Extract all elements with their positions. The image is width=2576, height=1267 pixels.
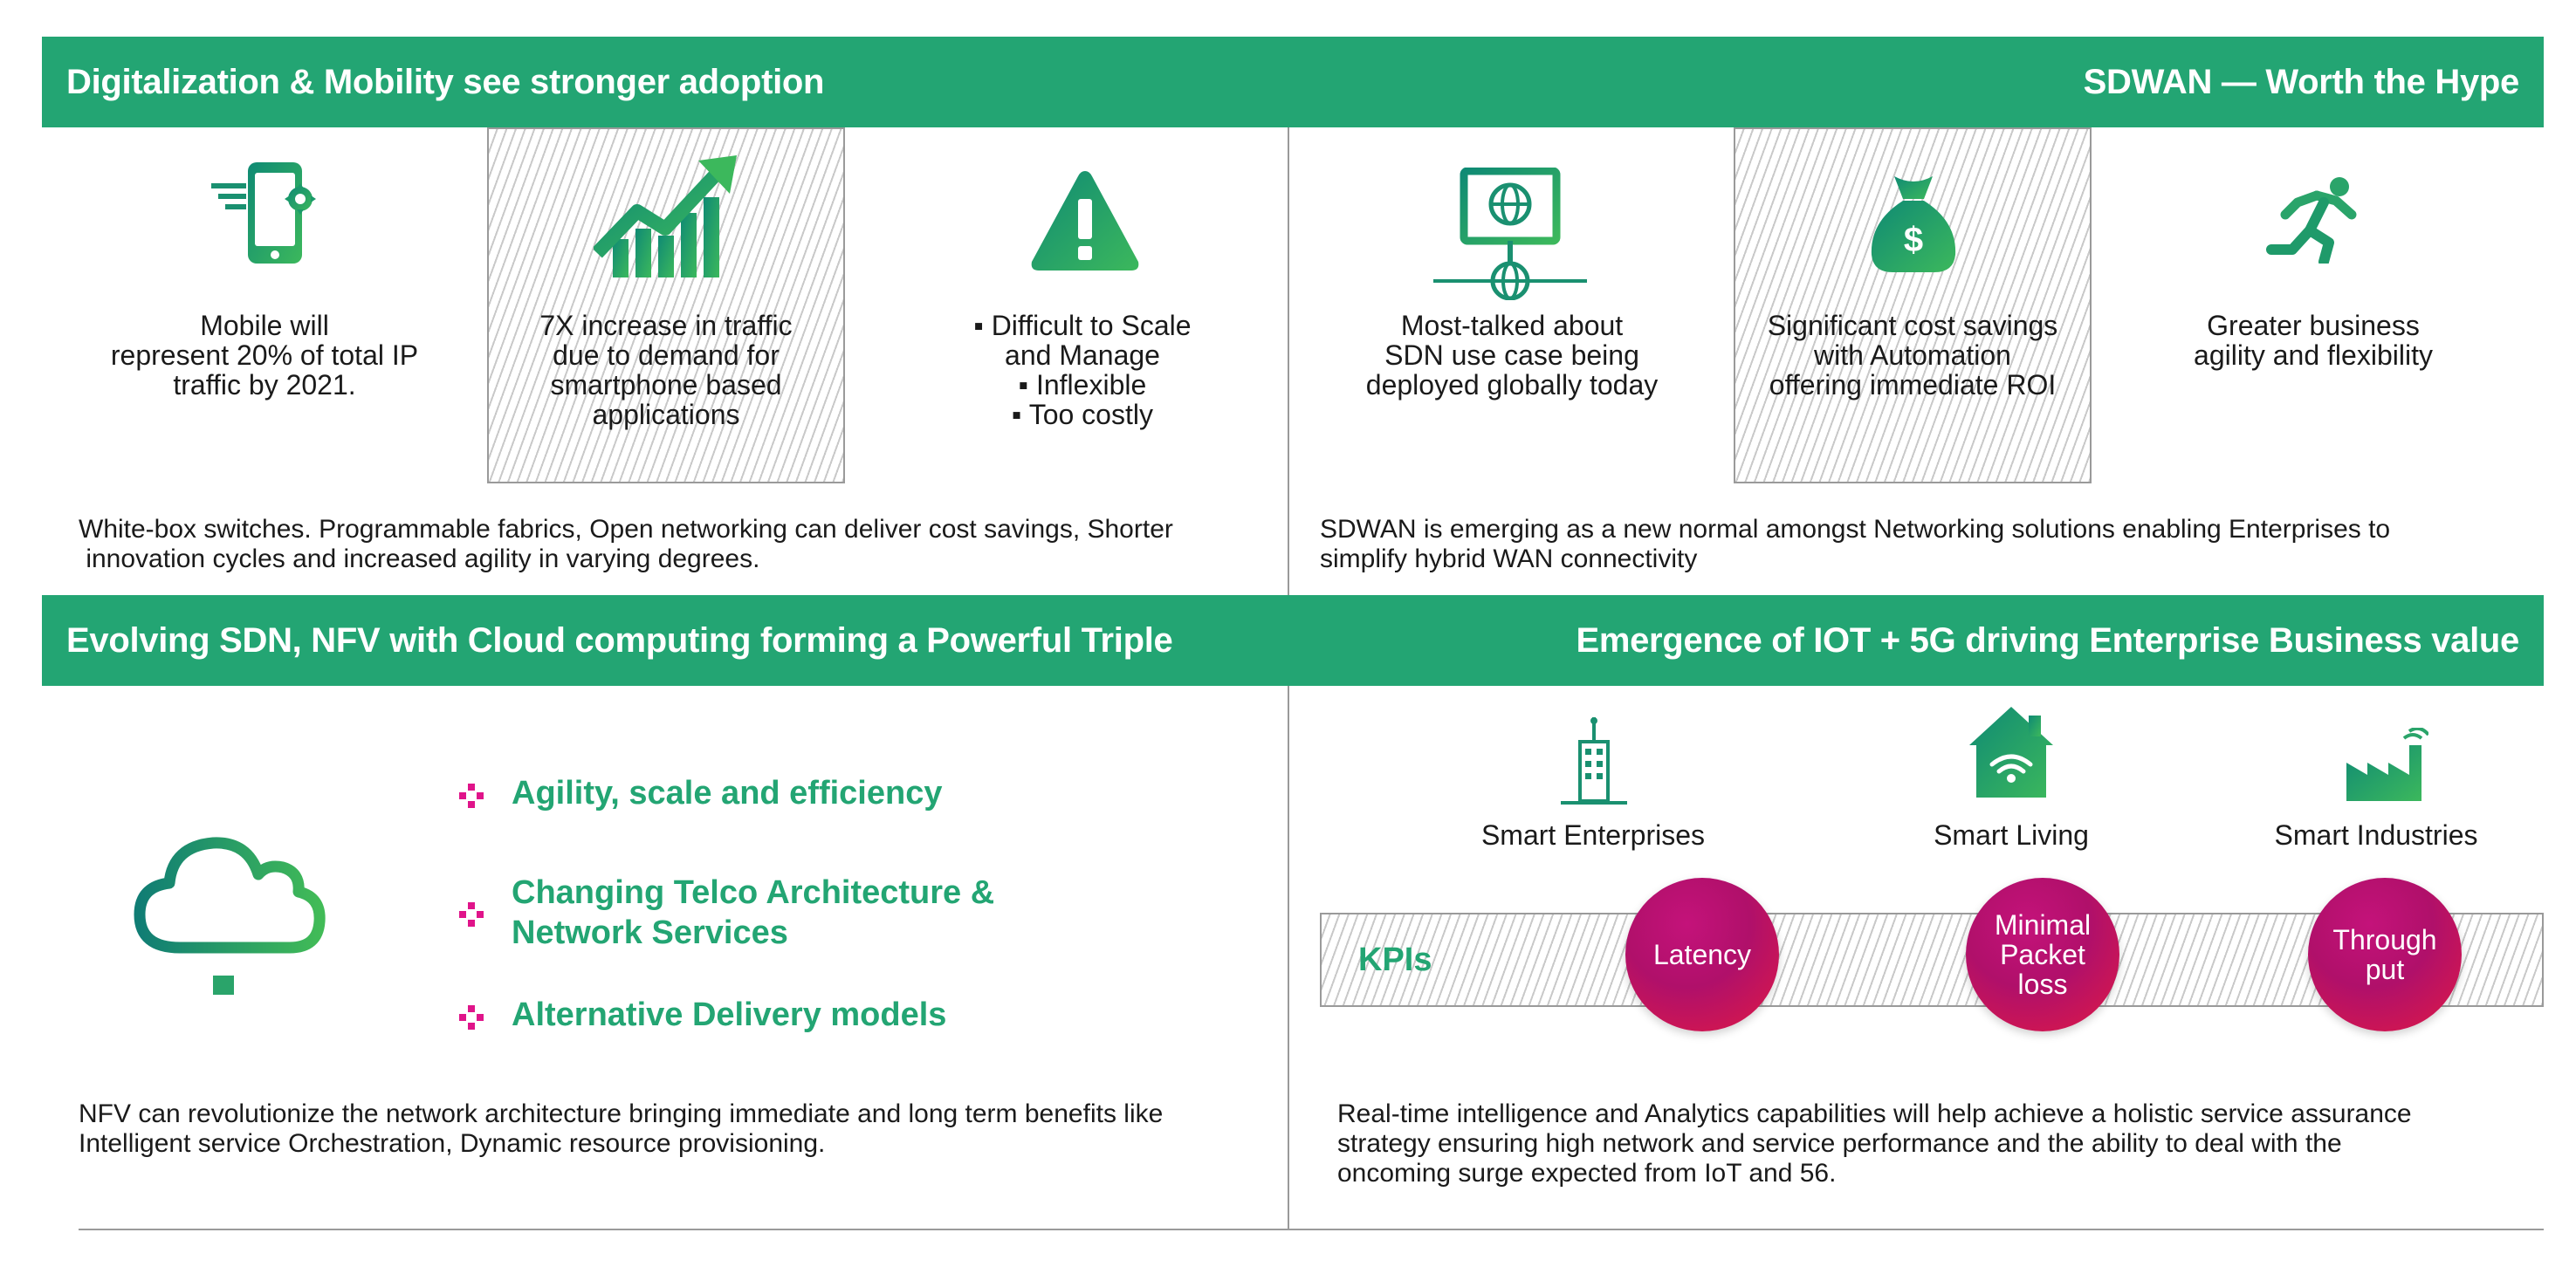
top-left-title: Digitalization & Mobility see stronger a… <box>66 63 825 101</box>
bullet-telco-architecture: Changing Telco Architecture &Network Ser… <box>512 874 995 951</box>
bottom-left-title: Evolving SDN, NFV with Cloud computing f… <box>66 621 1173 660</box>
factory-icon <box>2343 728 2428 803</box>
kpi-latency: Latency <box>1625 878 1779 1031</box>
diamond-bullet-icon <box>457 782 485 810</box>
growth-chart-icon <box>594 155 738 281</box>
bottom-rule <box>79 1229 2544 1230</box>
mobile-phone-icon <box>210 159 323 269</box>
smart-home-icon <box>1966 703 2057 799</box>
diamond-bullet-icon <box>457 1003 485 1031</box>
top-right-title: SDWAN — Worth the Hype <box>2083 63 2520 101</box>
bullet-delivery-models: Alternative Delivery models <box>512 996 947 1033</box>
svg-text:$: $ <box>1904 221 1923 259</box>
money-bag-icon: $ <box>1868 171 1959 276</box>
warning-icon <box>1028 168 1142 274</box>
diamond-bullet-icon <box>457 901 485 928</box>
building-antenna-icon <box>1557 716 1631 806</box>
highlight-box-left <box>487 127 845 483</box>
cloud-network-icon <box>127 827 330 998</box>
network-globe-icon <box>1432 168 1589 300</box>
running-person-icon <box>2266 176 2360 264</box>
top-left-paragraph: White-box switches. Programmable fabrics… <box>79 515 1173 573</box>
top-header-band <box>42 37 2544 127</box>
bottom-left-paragraph: NFV can revolutionize the network archit… <box>79 1099 1164 1158</box>
top-right-paragraph: SDWAN is emerging as a new normal amongs… <box>1320 515 2391 573</box>
bottom-right-paragraph: Real-time intelligence and Analytics cap… <box>1337 1099 2412 1188</box>
bottom-header-band <box>42 595 2544 686</box>
bullet-agility: Agility, scale and efficiency <box>512 775 943 812</box>
kpi-label: KPIs <box>1358 942 1432 978</box>
bottom-right-title: Emergence of IOT + 5G driving Enterprise… <box>1576 621 2519 660</box>
